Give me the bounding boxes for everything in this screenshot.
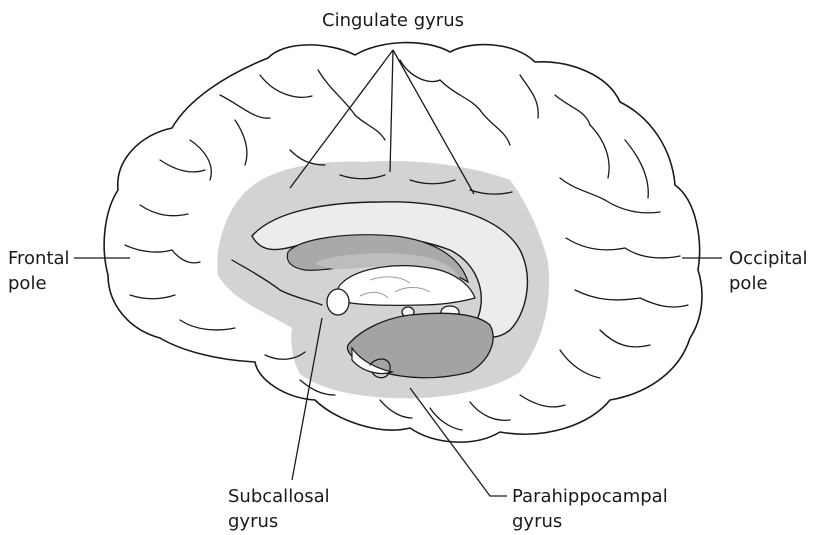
- label-frontal-pole-line2: pole: [8, 273, 47, 294]
- label-cingulate-gyrus: Cingulate gyrus: [322, 10, 464, 31]
- label-subcallosal-gyrus-line2: gyrus: [228, 511, 278, 532]
- label-parahippocampal-gyrus-line1: Parahippocampal: [512, 486, 668, 507]
- label-subcallosal-gyrus-line1: Subcallosal: [228, 486, 330, 507]
- anterior-commissure: [327, 289, 349, 315]
- label-frontal-pole-line1: Frontal: [8, 248, 70, 269]
- label-occipital-pole-line1: Occipital: [729, 248, 807, 269]
- label-occipital-pole-line2: pole: [729, 273, 768, 294]
- label-parahippocampal-gyrus-line2: gyrus: [512, 511, 562, 532]
